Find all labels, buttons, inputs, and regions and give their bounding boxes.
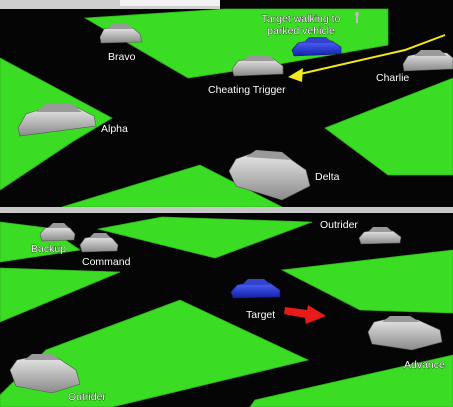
car-outrider-bottom xyxy=(9,354,81,394)
label-delta: Delta xyxy=(315,171,340,183)
label-bravo: Bravo xyxy=(108,51,136,63)
label-charlie: Charlie xyxy=(376,72,409,84)
grass-right xyxy=(324,77,453,176)
panel-divider xyxy=(0,207,453,213)
grass-bottom-right xyxy=(280,249,453,314)
route-line xyxy=(299,34,446,75)
bottom-panel: Outrider Backup Command Target Advance O… xyxy=(0,213,453,407)
label-backup: Backup xyxy=(31,243,66,255)
car-backup xyxy=(39,223,76,242)
car-delta xyxy=(228,150,311,201)
label-target: Target xyxy=(246,309,275,321)
grass-bottom-top-center xyxy=(97,216,313,259)
grass-bottom-top-left xyxy=(0,221,82,263)
target-vehicle-moving xyxy=(230,279,281,299)
car-cheating-trigger xyxy=(231,55,284,77)
top-frame-highlight xyxy=(120,0,220,6)
label-command: Command xyxy=(82,256,131,268)
label-target-walking-line2: parked vehicle xyxy=(267,25,335,37)
car-bravo xyxy=(99,24,143,44)
label-advance: Advance xyxy=(404,359,445,371)
target-vehicle-parked xyxy=(291,37,342,57)
label-cheating-trigger: Cheating Trigger xyxy=(208,84,286,96)
car-charlie xyxy=(402,50,453,72)
top-frame-strip xyxy=(0,0,220,9)
pedestrian-target-icon xyxy=(355,12,359,23)
car-advance xyxy=(367,316,443,351)
route-arrowhead xyxy=(288,68,303,82)
label-alpha: Alpha xyxy=(101,123,128,135)
top-panel: Target walking to parked vehicle Bravo C… xyxy=(0,0,453,208)
label-outrider-bottom: Outrider xyxy=(68,391,106,403)
grass-top-center xyxy=(83,8,389,79)
car-command xyxy=(79,233,119,253)
grass-bottom-lower-right xyxy=(249,354,453,407)
target-direction-arrow xyxy=(284,305,326,324)
car-outrider-top xyxy=(358,227,402,245)
car-alpha xyxy=(17,104,97,137)
label-outrider-top: Outrider xyxy=(320,219,358,231)
grass-bottom-left xyxy=(0,267,121,323)
label-target-walking-line1: Target walking to xyxy=(262,13,341,25)
